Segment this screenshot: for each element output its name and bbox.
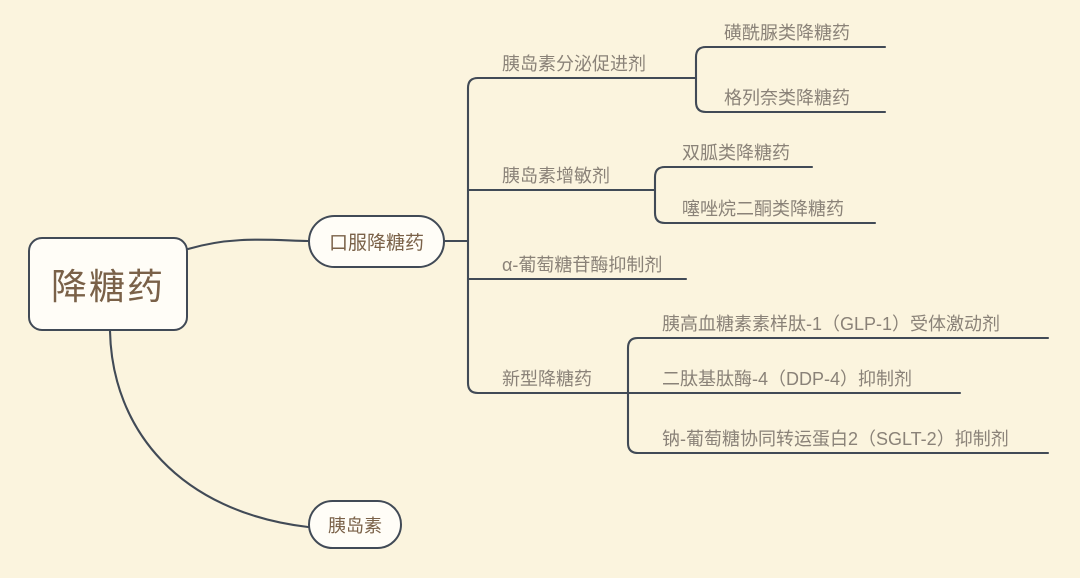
node-oral-hypoglycemics[interactable]: 口服降糖药 bbox=[308, 215, 445, 268]
node-insulin-secretion-promoters-label: 胰岛素分泌促进剂 bbox=[502, 54, 646, 74]
trunk-level3 bbox=[466, 76, 480, 395]
node-alpha-glucosidase-inhibitors[interactable]: α-葡萄糖苷酶抑制剂 bbox=[490, 247, 672, 281]
node-thiazolidinedione-drugs-label: 噻唑烷二酮类降糖药 bbox=[682, 199, 844, 219]
node-insulin-sensitizers-label: 胰岛素增敏剂 bbox=[502, 166, 610, 186]
node-new-hypoglycemics[interactable]: 新型降糖药 bbox=[490, 361, 602, 395]
node-ddp4-inhibitors-label: 二肽基肽酶-4（DDP-4）抑制剂 bbox=[662, 369, 913, 389]
node-biguanide-drugs-label: 双胍类降糖药 bbox=[682, 143, 790, 163]
root-node[interactable]: 降糖药 bbox=[28, 237, 188, 331]
node-sglt2-inhibitors-label: 钠-葡萄糖协同转运蛋白2（SGLT-2）抑制剂 bbox=[662, 429, 1009, 449]
node-sglt2-inhibitors[interactable]: 钠-葡萄糖协同转运蛋白2（SGLT-2）抑制剂 bbox=[650, 421, 1019, 455]
node-glinide-drugs-label: 格列奈类降糖药 bbox=[724, 88, 850, 108]
node-insulin-secretion-promoters[interactable]: 胰岛素分泌促进剂 bbox=[490, 46, 656, 80]
root-node-label: 降糖药 bbox=[50, 266, 165, 307]
node-sulfonylurea-drugs-label: 磺酰脲类降糖药 bbox=[724, 23, 850, 43]
node-thiazolidinedione-drugs[interactable]: 噻唑烷二酮类降糖药 bbox=[670, 191, 854, 225]
node-insulin[interactable]: 胰岛素 bbox=[308, 500, 402, 549]
node-sulfonylurea-drugs[interactable]: 磺酰脲类降糖药 bbox=[712, 15, 860, 49]
node-alpha-glucosidase-inhibitors-label: α-葡萄糖苷酶抑制剂 bbox=[502, 255, 663, 275]
node-oral-hypoglycemics-label: 口服降糖药 bbox=[328, 233, 424, 254]
node-glp1-receptor-agonists-label: 胰高血糖素素样肽-1（GLP-1）受体激动剂 bbox=[662, 314, 1001, 334]
node-glinide-drugs[interactable]: 格列奈类降糖药 bbox=[712, 80, 860, 114]
connector-root-to-insulin bbox=[108, 329, 310, 529]
connector-root-to-oral bbox=[186, 238, 310, 251]
bracket-new-drugs bbox=[626, 336, 640, 455]
node-new-hypoglycemics-label: 新型降糖药 bbox=[502, 369, 592, 389]
bracket-sensitizers bbox=[653, 165, 667, 225]
node-insulin-sensitizers[interactable]: 胰岛素增敏剂 bbox=[490, 158, 620, 192]
node-ddp4-inhibitors[interactable]: 二肽基肽酶-4（DDP-4）抑制剂 bbox=[650, 361, 922, 395]
node-biguanide-drugs[interactable]: 双胍类降糖药 bbox=[670, 135, 800, 169]
node-insulin-label: 胰岛素 bbox=[328, 515, 382, 536]
node-glp1-receptor-agonists[interactable]: 胰高血糖素素样肽-1（GLP-1）受体激动剂 bbox=[650, 306, 1010, 340]
bracket-promoters bbox=[694, 45, 708, 114]
